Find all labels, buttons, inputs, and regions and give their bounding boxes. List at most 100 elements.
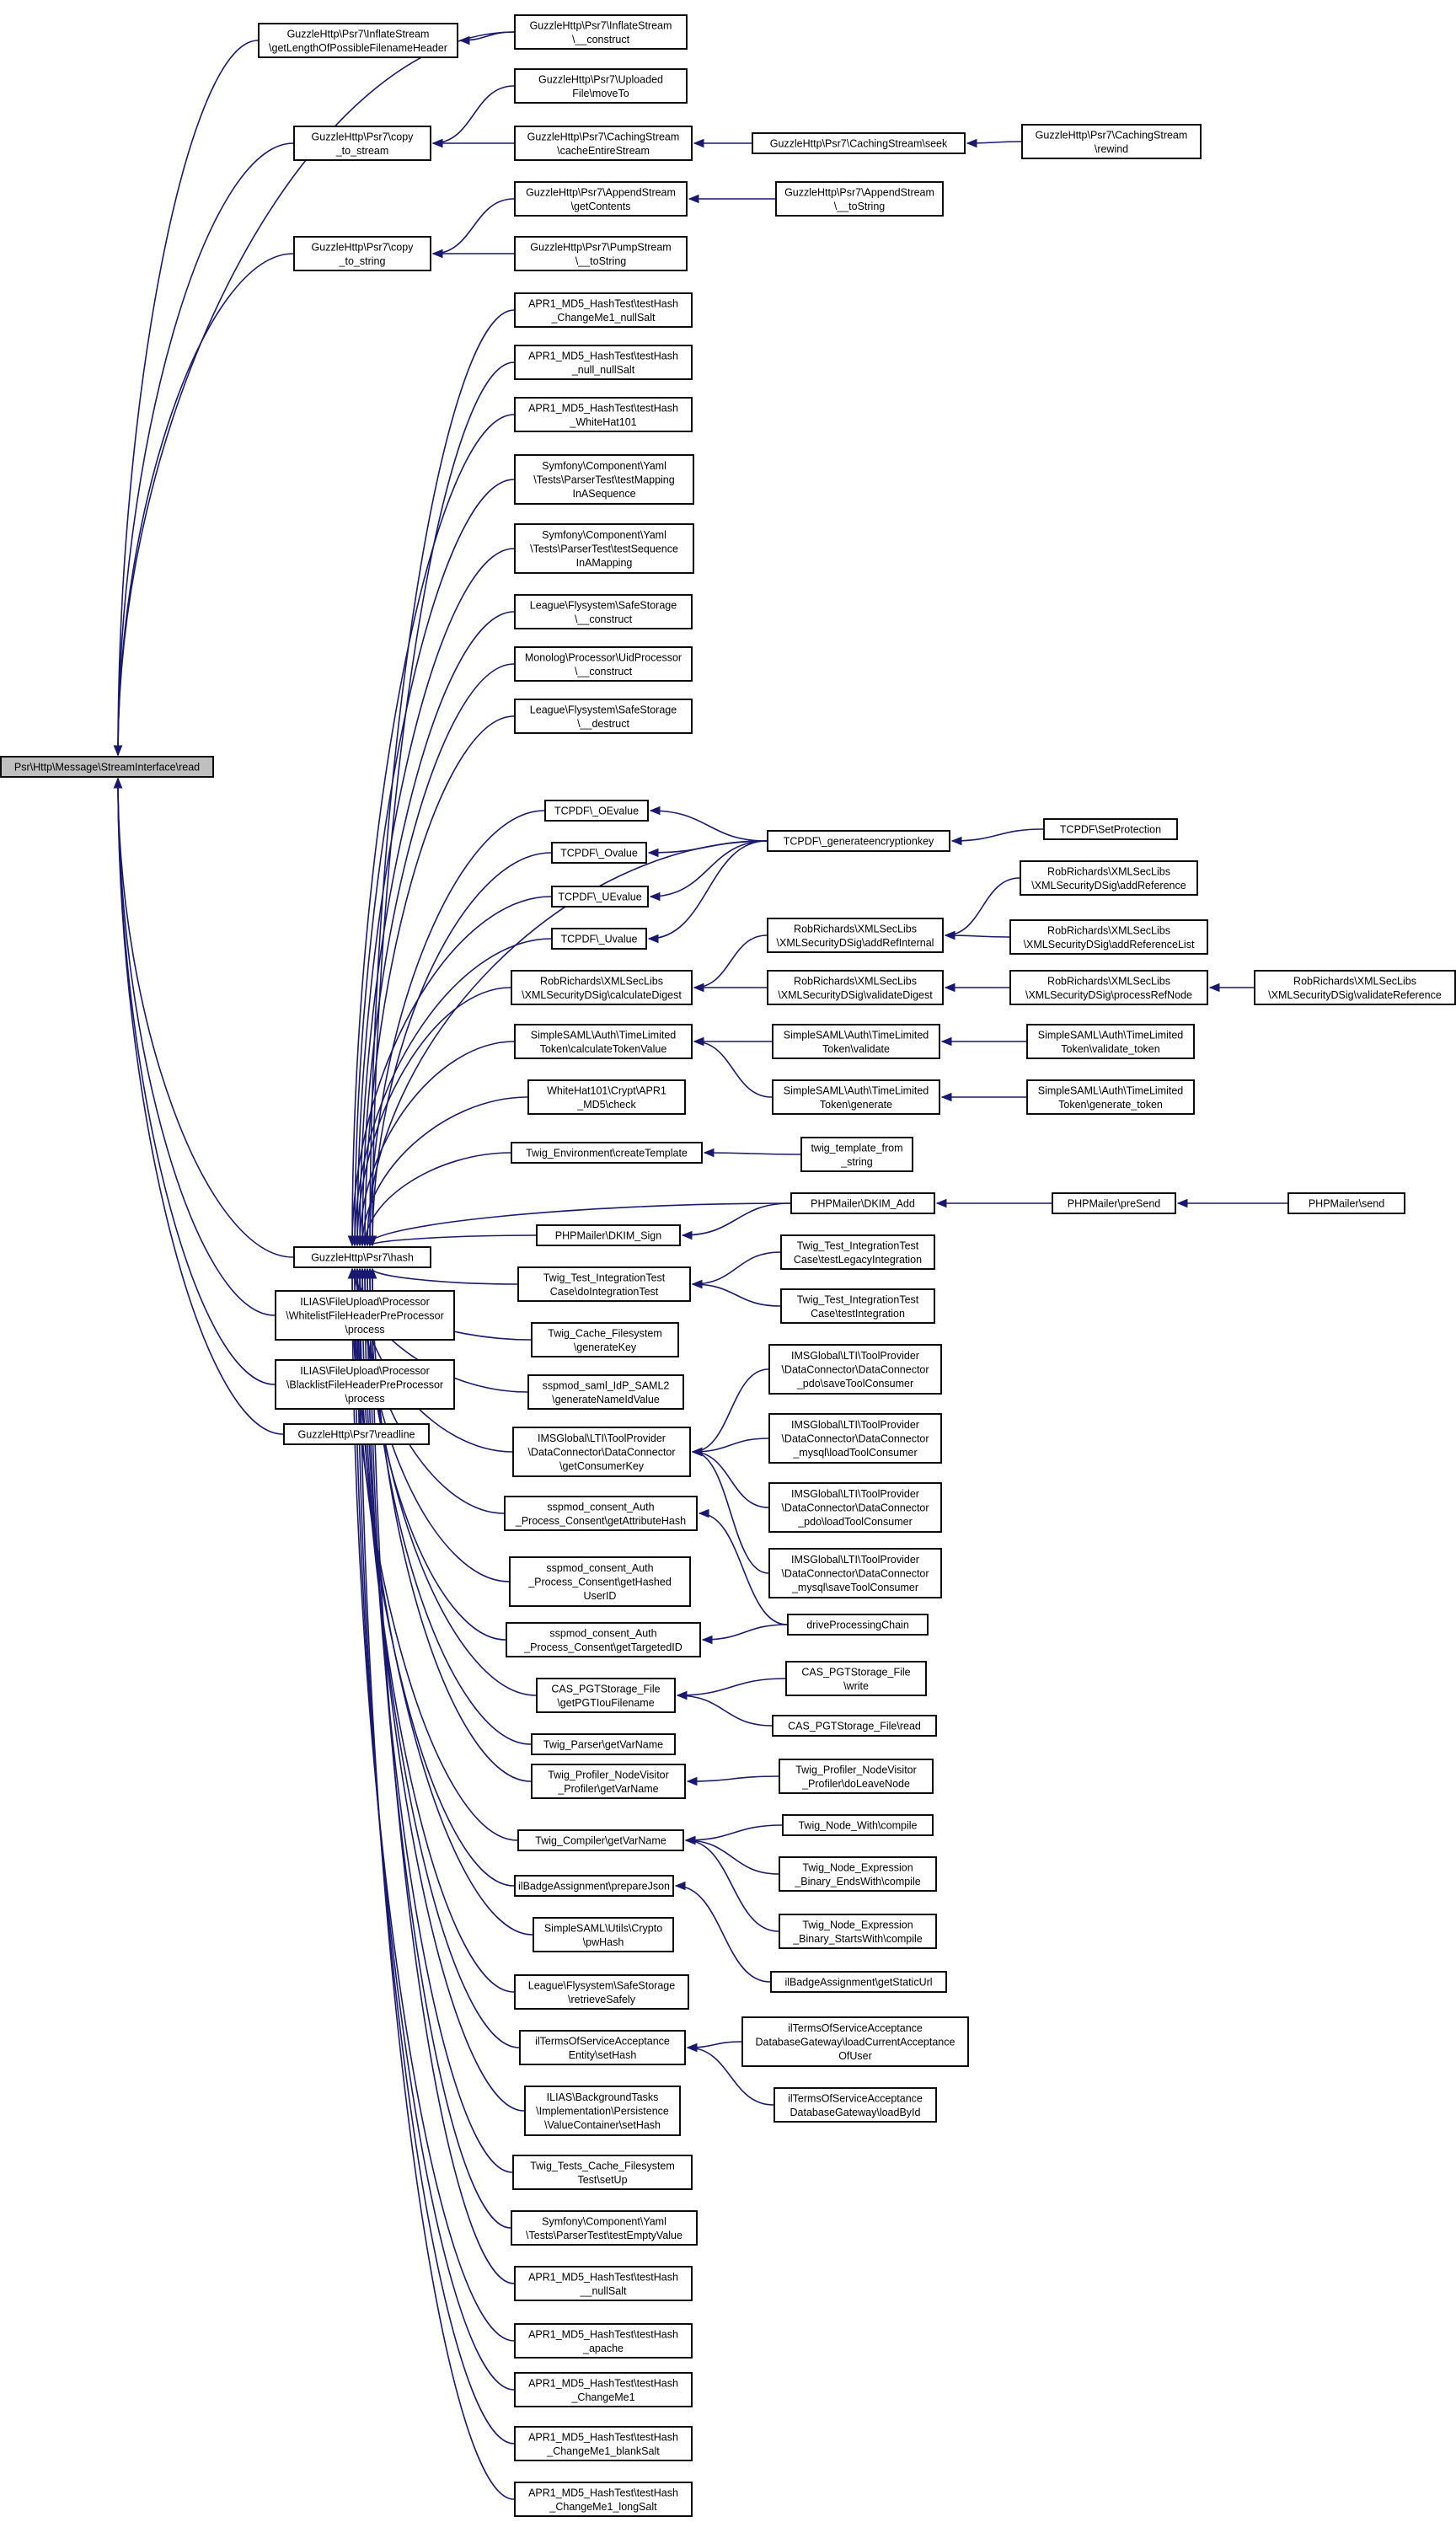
arrow-head-icon <box>686 1776 698 1786</box>
function-node[interactable]: ilBadgeAssignment\getStaticUrl <box>770 1971 947 1993</box>
function-node[interactable]: TCPDF\SetProtection <box>1043 818 1178 840</box>
function-node[interactable]: GuzzleHttp\Psr7\CachingStream\seek <box>752 132 966 154</box>
function-node[interactable]: SimpleSAML\Auth\TimeLimitedToken\validat… <box>772 1024 940 1059</box>
function-node[interactable]: GuzzleHttp\Psr7\InflateStream\getLengthO… <box>258 23 458 58</box>
function-node[interactable]: ilTermsOfServiceAcceptanceDatabaseGatewa… <box>774 2087 937 2123</box>
node-label: TCPDF\_Uvalue <box>561 934 638 945</box>
function-node[interactable]: IMSGlobal\LTI\ToolProvider\DataConnector… <box>768 1413 942 1464</box>
function-node[interactable]: GuzzleHttp\Psr7\copy_to_stream <box>293 126 431 161</box>
arrow-head-icon <box>113 777 123 789</box>
function-node[interactable]: sspmod_consent_Auth_Process_Consent\getH… <box>509 1556 691 1607</box>
function-node[interactable]: APR1_MD5_HashTest\testHash_WhiteHat101 <box>514 397 693 432</box>
function-node[interactable]: Monolog\Processor\UidProcessor\__constru… <box>514 646 693 682</box>
function-node[interactable]: RobRichards\XMLSecLibs\XMLSecurityDSig\a… <box>1020 860 1198 896</box>
function-node[interactable]: TCPDF\_OEvalue <box>544 800 649 822</box>
function-node[interactable]: TCPDF\_generateencryptionkey <box>767 830 950 852</box>
function-node[interactable]: IMSGlobal\LTI\ToolProvider\DataConnector… <box>768 1548 942 1598</box>
function-node[interactable]: APR1_MD5_HashTest\testHash_ChangeMe1_nul… <box>514 292 693 328</box>
function-node[interactable]: driveProcessingChain <box>787 1614 929 1636</box>
function-node[interactable]: GuzzleHttp\Psr7\AppendStream\__toString <box>775 181 944 217</box>
root-node[interactable]: Psr\Http\Message\StreamInterface\read <box>0 756 214 778</box>
node-box <box>551 928 647 950</box>
function-node[interactable]: sspmod_consent_Auth_Process_Consent\getA… <box>504 1496 698 1531</box>
function-node[interactable]: PHPMailer\DKIM_Add <box>790 1192 935 1214</box>
function-node[interactable]: Twig_Cache_Filesystem\generateKey <box>531 1322 679 1357</box>
node-label: UserID <box>584 1590 617 1602</box>
function-node[interactable]: PHPMailer\DKIM_Sign <box>536 1224 681 1246</box>
function-node[interactable]: APR1_MD5_HashTest\testHash_ChangeMe1 <box>514 2372 693 2407</box>
function-node[interactable]: GuzzleHttp\Psr7\readline <box>283 1423 430 1445</box>
function-node[interactable]: Twig_Test_IntegrationTestCase\testLegacy… <box>780 1234 935 1270</box>
function-node[interactable]: IMSGlobal\LTI\ToolProvider\DataConnector… <box>512 1427 691 1477</box>
function-node[interactable]: PHPMailer\preSend <box>1052 1192 1176 1214</box>
function-node[interactable]: Symfony\Component\Yaml\Tests\ParserTest\… <box>511 2210 698 2246</box>
function-node[interactable]: GuzzleHttp\Psr7\InflateStream\__construc… <box>514 14 688 50</box>
function-node[interactable]: PHPMailer\send <box>1287 1192 1405 1214</box>
function-node[interactable]: SimpleSAML\Auth\TimeLimitedToken\generat… <box>1026 1079 1195 1115</box>
function-node[interactable]: Twig_Node_Expression_Binary_StartsWith\c… <box>779 1914 937 1949</box>
node-label: \getConsumerKey <box>559 1460 645 1472</box>
function-node[interactable]: sspmod_consent_Auth_Process_Consent\getT… <box>506 1622 701 1657</box>
function-node[interactable]: APR1_MD5_HashTest\testHash__nullSalt <box>514 2266 693 2301</box>
function-node[interactable]: Twig_Compiler\getVarName <box>517 1829 684 1851</box>
node-label: \XMLSecurityDSig\addReference <box>1031 880 1186 892</box>
function-node[interactable]: SimpleSAML\Auth\TimeLimitedToken\generat… <box>772 1079 940 1115</box>
function-node[interactable]: Twig_Node_With\compile <box>782 1814 934 1836</box>
function-node[interactable]: APR1_MD5_HashTest\testHash_ChangeMe1_bla… <box>514 2426 693 2461</box>
function-node[interactable]: GuzzleHttp\Psr7\hash <box>293 1246 431 1268</box>
function-node[interactable]: GuzzleHttp\Psr7\CachingStream\cacheEntir… <box>514 126 693 161</box>
function-node[interactable]: Twig_Profiler_NodeVisitor_Profiler\getVa… <box>531 1764 686 1799</box>
function-node[interactable]: TCPDF\_Ovalue <box>551 842 647 864</box>
function-node[interactable]: RobRichards\XMLSecLibs\XMLSecurityDSig\v… <box>767 970 944 1005</box>
function-node[interactable]: League\Flysystem\SafeStorage\__construct <box>514 594 693 629</box>
function-node[interactable]: ilBadgeAssignment\prepareJson <box>514 1875 674 1897</box>
function-node[interactable]: GuzzleHttp\Psr7\CachingStream\rewind <box>1021 124 1202 159</box>
function-node[interactable]: CAS_PGTStorage_File\write <box>785 1661 927 1696</box>
function-node[interactable]: APR1_MD5_HashTest\testHash_null_nullSalt <box>514 345 693 380</box>
function-node[interactable]: twig_template_from_string <box>800 1137 913 1172</box>
node-label: Case\doIntegrationTest <box>550 1286 659 1298</box>
function-node[interactable]: RobRichards\XMLSecLibs\XMLSecurityDSig\c… <box>511 970 693 1005</box>
function-node[interactable]: SimpleSAML\Auth\TimeLimitedToken\validat… <box>1026 1024 1195 1059</box>
node-box <box>275 1359 455 1410</box>
function-node[interactable]: ilTermsOfServiceAcceptanceDatabaseGatewa… <box>741 2016 969 2067</box>
node-label: \ValueContainer\setHash <box>544 2119 661 2131</box>
function-node[interactable]: Symfony\Component\Yaml\Tests\ParserTest\… <box>514 523 694 574</box>
function-node[interactable]: SimpleSAML\Utils\Crypto\pwHash <box>533 1917 674 1952</box>
function-node[interactable]: IMSGlobal\LTI\ToolProvider\DataConnector… <box>768 1344 942 1395</box>
function-node[interactable]: ILIAS\FileUpload\Processor\BlacklistFile… <box>275 1359 455 1410</box>
function-node[interactable]: sspmod_saml_IdP_SAML2\generateNameIdValu… <box>527 1374 684 1410</box>
function-node[interactable]: League\Flysystem\SafeStorage\__destruct <box>514 699 693 734</box>
function-node[interactable]: ILIAS\FileUpload\Processor\WhitelistFile… <box>275 1290 455 1341</box>
function-node[interactable]: RobRichards\XMLSecLibs\XMLSecurityDSig\v… <box>1254 970 1456 1005</box>
function-node[interactable]: Symfony\Component\Yaml\Tests\ParserTest\… <box>514 454 694 505</box>
function-node[interactable]: IMSGlobal\LTI\ToolProvider\DataConnector… <box>768 1482 942 1533</box>
function-node[interactable]: League\Flysystem\SafeStorage\retrieveSaf… <box>514 1974 689 2010</box>
function-node[interactable]: Twig_Parser\getVarName <box>531 1733 676 1755</box>
node-box <box>514 14 688 50</box>
call-edge <box>369 1234 537 1246</box>
function-node[interactable]: ILIAS\BackgroundTasks\Implementation\Per… <box>524 2086 681 2136</box>
function-node[interactable]: RobRichards\XMLSecLibs\XMLSecurityDSig\a… <box>767 918 944 953</box>
function-node[interactable]: SimpleSAML\Auth\TimeLimitedToken\calcula… <box>514 1024 693 1059</box>
function-node[interactable]: TCPDF\_Uvalue <box>551 928 647 950</box>
function-node[interactable]: Twig_Profiler_NodeVisitor_Profiler\doLea… <box>779 1759 934 1794</box>
function-node[interactable]: RobRichards\XMLSecLibs\XMLSecurityDSig\p… <box>1009 970 1208 1005</box>
function-node[interactable]: CAS_PGTStorage_File\getPGTIouFilename <box>536 1678 676 1713</box>
function-node[interactable]: Twig_Test_IntegrationTestCase\doIntegrat… <box>517 1266 691 1302</box>
function-node[interactable]: TCPDF\_UEvalue <box>551 886 649 908</box>
function-node[interactable]: APR1_MD5_HashTest\testHash_apache <box>514 2323 693 2359</box>
function-node[interactable]: Twig_Test_IntegrationTestCase\testIntegr… <box>780 1288 935 1324</box>
function-node[interactable]: Twig_Node_Expression_Binary_EndsWith\com… <box>779 1856 937 1892</box>
function-node[interactable]: CAS_PGTStorage_File\read <box>772 1715 937 1737</box>
function-node[interactable]: GuzzleHttp\Psr7\copy_to_string <box>293 236 431 271</box>
function-node[interactable]: Twig_Environment\createTemplate <box>511 1142 703 1164</box>
function-node[interactable]: APR1_MD5_HashTest\testHash_ChangeMe1_lon… <box>514 2482 693 2517</box>
function-node[interactable]: GuzzleHttp\Psr7\AppendStream\getContents <box>514 181 688 217</box>
function-node[interactable]: RobRichards\XMLSecLibs\XMLSecurityDSig\a… <box>1009 919 1208 955</box>
function-node[interactable]: GuzzleHttp\Psr7\PumpStream\__toString <box>514 236 688 271</box>
function-node[interactable]: WhiteHat101\Crypt\APR1_MD5\check <box>527 1079 686 1115</box>
